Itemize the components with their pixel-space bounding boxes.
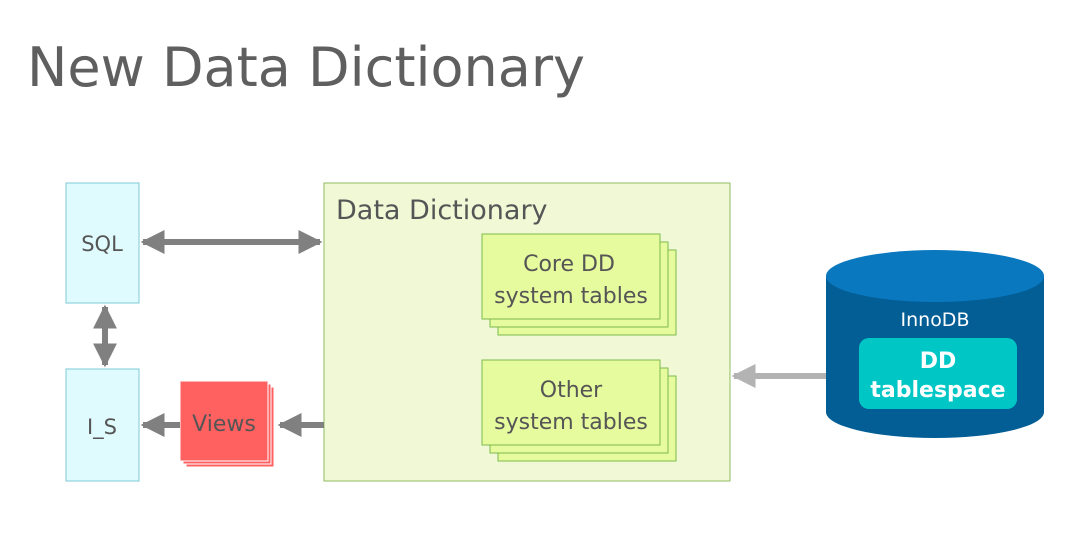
other-label-line1: Other [540, 378, 603, 403]
core-dd-label-line1: Core DD [523, 252, 615, 277]
views-label: Views [192, 412, 256, 437]
sql-label: SQL [81, 232, 123, 256]
views-node: Views [179, 380, 275, 468]
information-schema-node: I_S [65, 368, 140, 482]
data-dictionary-label: Data Dictionary [336, 195, 548, 226]
dd-tablespace-line1: DD [920, 349, 957, 374]
other-system-tables-node: Other system tables [481, 359, 677, 462]
dd-tablespace-box [859, 338, 1017, 409]
sql-node: SQL [65, 182, 140, 304]
core-dd-label-line2: system tables [494, 284, 648, 309]
dd-tablespace-line2: tablespace [870, 378, 1005, 403]
i-s-label: I_S [87, 415, 117, 440]
innodb-label: InnoDB [901, 309, 970, 331]
other-label-line2: system tables [494, 410, 648, 435]
innodb-cylinder: InnoDB DD tablespace [826, 250, 1044, 438]
core-dd-tables-node: Core DD system tables [481, 233, 677, 336]
page-title: New Data Dictionary [27, 36, 586, 99]
